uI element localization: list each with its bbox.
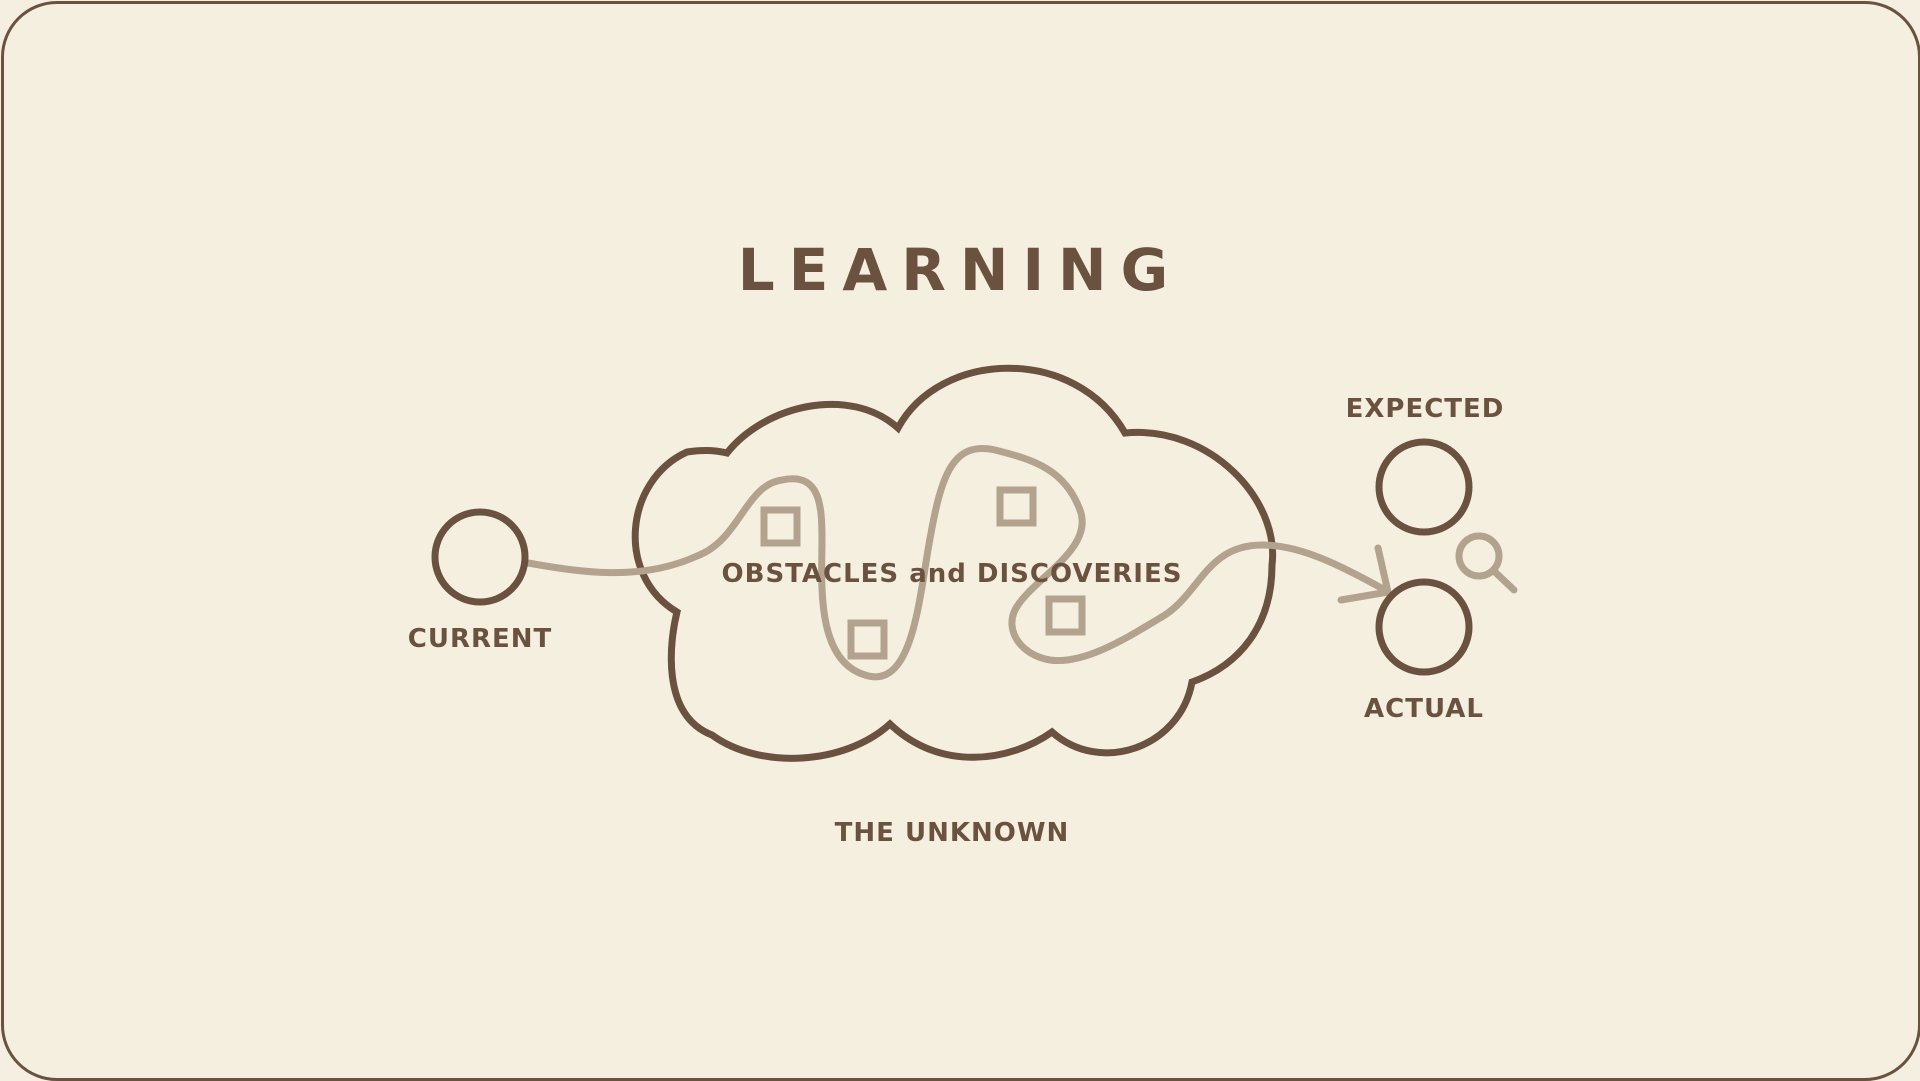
obstacle-square bbox=[1045, 595, 1086, 636]
obstacles-label: OBSTACLES and DISCOVERIES bbox=[722, 559, 1183, 589]
obstacle-square bbox=[847, 619, 888, 660]
current-label: CURRENT bbox=[408, 624, 553, 654]
expected-node bbox=[1375, 438, 1473, 536]
arrow-head-icon bbox=[1337, 544, 1392, 604]
obstacle-square bbox=[996, 486, 1037, 527]
actual-node bbox=[1375, 578, 1473, 676]
unknown-cloud bbox=[631, 364, 1277, 762]
magnifier-icon bbox=[1455, 532, 1518, 594]
obstacle-square bbox=[760, 506, 801, 547]
unknown-label: THE UNKNOWN bbox=[835, 818, 1070, 848]
current-node bbox=[431, 508, 529, 606]
diagram-title: LEARNING bbox=[738, 236, 1182, 304]
actual-label: ACTUAL bbox=[1364, 694, 1484, 724]
learning-path bbox=[524, 445, 1389, 681]
expected-label: EXPECTED bbox=[1346, 394, 1505, 424]
